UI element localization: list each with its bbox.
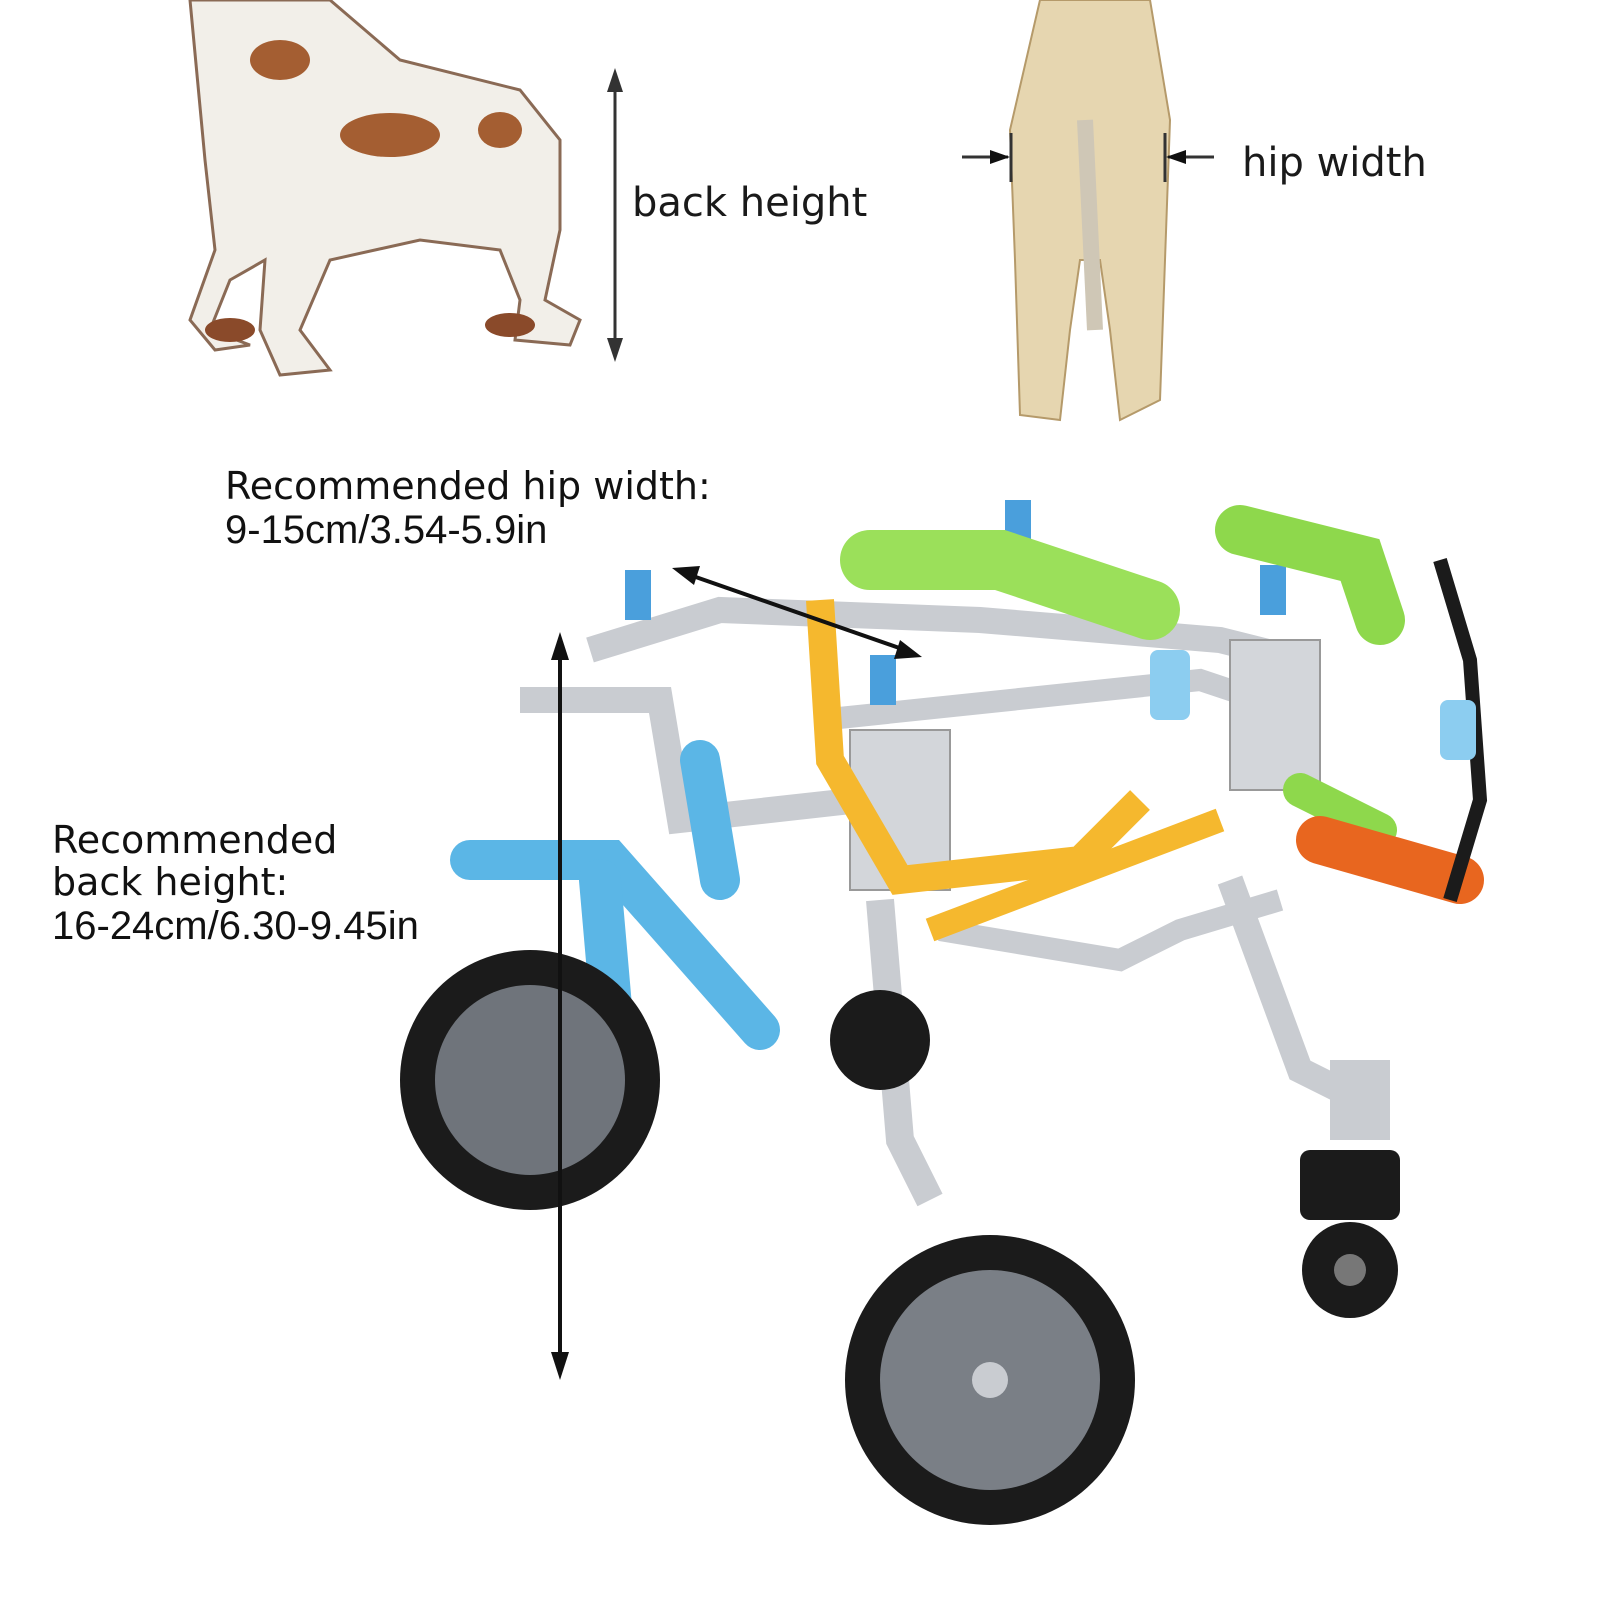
- recommended-back-height-title-line1: Recommended: [52, 818, 338, 862]
- caster-wheel: [1300, 1060, 1400, 1318]
- rear-wheel: [845, 1235, 1135, 1525]
- recommended-hip-width-title: Recommended hip width:: [225, 464, 711, 508]
- dog-rear-view-image: [1008, 0, 1172, 422]
- recommended-hip-width-value: 9-15cm/3.54-5.9in: [225, 507, 548, 552]
- recommended-back-height-title-line2: back height:: [52, 859, 289, 904]
- recommended-back-height-value: 16-24cm/6.30-9.45in: [52, 903, 419, 948]
- dog-wheelchair-image: [400, 500, 1488, 1525]
- hip-width-label: hip width: [1242, 140, 1427, 186]
- hip-width-double-arrow: [672, 566, 922, 659]
- back-height-double-arrow: [551, 632, 569, 1380]
- recommended-back-height: Recommended back height: 16-24cm/6.30-9.…: [52, 818, 419, 948]
- dog-side-view-image: [188, 0, 582, 377]
- hip-width-markers: [962, 133, 1214, 182]
- back-height-arrow: [607, 68, 623, 362]
- back-height-label: back height: [632, 180, 868, 226]
- recommended-hip-width: Recommended hip width: 9-15cm/3.54-5.9in: [225, 464, 711, 552]
- front-left-wheel: [400, 950, 660, 1210]
